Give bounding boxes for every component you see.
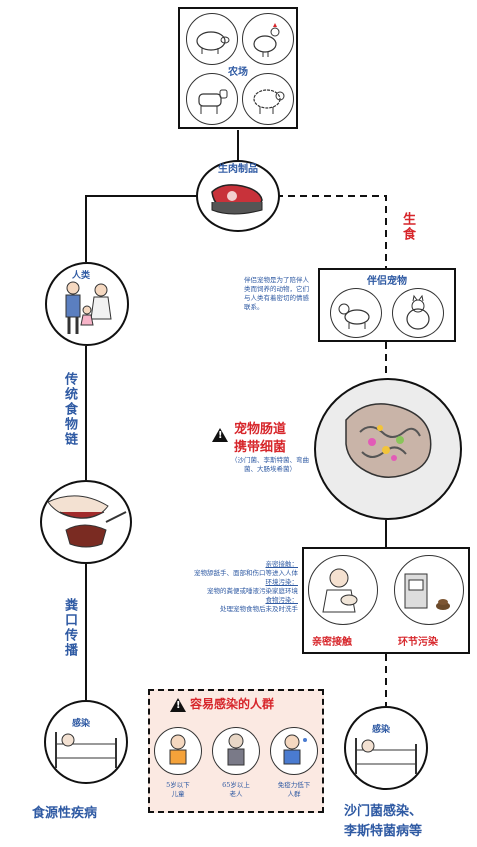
- env-pollution-label: 环节污染: [398, 637, 438, 648]
- pet-companion-box: 伴侣宠物: [318, 268, 456, 342]
- group-elderly-label: 65岁以上 老人: [212, 781, 260, 799]
- intestine-icon: [345, 403, 432, 478]
- close-contact-text: 宠物舔舐手、面部和伤口等进入人体: [194, 569, 298, 577]
- raw-meat-circle: [196, 160, 280, 232]
- family-circle: [45, 262, 129, 346]
- farm-box: 农场: [178, 7, 298, 129]
- food-text: 处理宠物食物后未及时洗手: [220, 605, 298, 613]
- close-contact-title: 亲密接触：: [265, 560, 299, 568]
- group-elderly-line1: 65岁以上: [222, 781, 250, 789]
- pet-gut-detail: （沙门菌、李斯特菌、弯曲菌、大肠埃希菌）: [231, 456, 309, 473]
- vulnerable-box: 容易感染的人群 5岁以下 儿童 65岁以上 老人 免疫力低下 人群: [148, 689, 324, 813]
- pet-gut-title-2: 携带细菌: [234, 440, 287, 455]
- bed-icon: [55, 732, 117, 768]
- group-elderly-line2: 老人: [229, 790, 243, 798]
- sick-left-circle: [44, 700, 128, 784]
- oral-label: 粪口传播: [62, 598, 77, 658]
- sick-right-label-1: 沙门菌感染、: [344, 804, 423, 819]
- child-icon: [154, 727, 202, 775]
- group-immuno-line2: 人群: [287, 790, 301, 798]
- warning-icon: [212, 424, 228, 443]
- group-child-label: 5岁以下 儿童: [154, 781, 202, 799]
- chicken-icon: [242, 13, 294, 65]
- contact-box: 亲密接触 环节污染: [302, 547, 470, 654]
- pig-icon: [186, 13, 238, 65]
- environment-icon: [394, 555, 464, 625]
- sick-right-circle: [344, 706, 428, 790]
- child-pet-icon: [308, 555, 378, 625]
- sick-right-label-2: 李斯特菌病等: [344, 824, 423, 839]
- sick-left-badge: 感染: [72, 719, 91, 729]
- bed-icon-right: [355, 738, 417, 774]
- immunocompromised-icon: [270, 727, 318, 775]
- food-title: 食物污染：: [265, 596, 299, 604]
- vulnerable-title-text: 容易感染的人群: [190, 697, 275, 711]
- family-label: 人类: [72, 271, 91, 281]
- sick-left-label: 食源性疾病: [32, 806, 98, 821]
- raw-meat-label: 生肉制品: [218, 164, 258, 175]
- elderly-icon: [212, 727, 260, 775]
- pet-gut-title-1: 宠物肠道: [234, 422, 287, 437]
- env-title: 环境污染：: [265, 578, 299, 586]
- raw-eat-label: 生食: [400, 212, 415, 242]
- cat-icon: [392, 288, 444, 338]
- transmission-text: 亲密接触： 宠物舔舐手、面部和伤口等进入人体 环境污染： 宠物的粪便或唾液污染家…: [150, 560, 298, 614]
- pet-companion-label: 伴侣宠物: [367, 276, 407, 287]
- family-icon: [65, 281, 112, 334]
- dog-icon: [330, 288, 382, 338]
- group-child-line2: 儿童: [171, 790, 185, 798]
- intestine-circle: [314, 378, 462, 520]
- group-immuno-line1: 免疫力低下: [277, 781, 311, 789]
- group-immuno-label: 免疫力低下 人群: [266, 781, 322, 799]
- close-contact-label: 亲密接触: [312, 637, 352, 648]
- env-text: 宠物的粪便或唾液污染家庭环境: [207, 587, 298, 595]
- cow-icon: [186, 73, 238, 125]
- farm-label: 农场: [228, 67, 248, 78]
- eating-icon: [47, 495, 127, 548]
- traditional-chain-label: 传统食物链: [62, 372, 77, 447]
- sheep-icon: [242, 73, 294, 125]
- group-child-line1: 5岁以下: [166, 781, 190, 789]
- mouth-circle: [40, 480, 132, 564]
- sick-right-badge: 感染: [372, 725, 391, 735]
- pet-description: 伴侣宠物是为了陪伴人类而饲养的动物，它们与人类有着密切的情感联系。: [244, 276, 309, 311]
- steak-icon: [211, 184, 263, 215]
- vulnerable-title: 容易感染的人群: [170, 695, 274, 712]
- vulnerable-warning-icon: [170, 697, 186, 712]
